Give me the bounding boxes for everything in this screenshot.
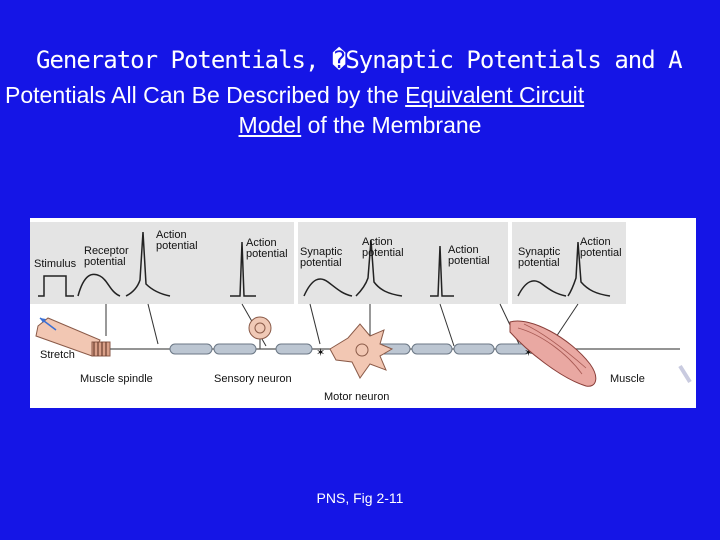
title-line-3-text: of the Membrane <box>301 112 482 138</box>
synaptic-potential-trace-2 <box>517 280 567 297</box>
action-potential-label-1a: Action <box>156 229 187 241</box>
receptor-potential-trace <box>77 273 121 297</box>
pointer-lines <box>105 303 579 347</box>
synapse-marker-icon-2: ✶ <box>524 347 533 359</box>
muscle-spindle-label: Muscle spindle <box>80 373 153 385</box>
action-potential-trace-1 <box>125 231 171 297</box>
sensory-neuron-cell-body <box>248 316 272 349</box>
stretch-label: Stretch <box>40 349 75 361</box>
motor-neuron-soma <box>329 323 394 379</box>
action-potential-trace-3 <box>355 239 403 297</box>
action-potential-label-5b: potential <box>580 247 622 259</box>
receptor-potential-label-2: potential <box>84 256 126 268</box>
stretch-arrowhead-icon <box>40 318 46 323</box>
panel-middle <box>298 222 508 304</box>
figure-caption: PNS, Fig 2-11 <box>316 490 404 506</box>
action-potential-label-2a: Action <box>246 237 277 249</box>
muscle-edge-mark <box>678 364 692 384</box>
muscle <box>509 320 597 387</box>
action-potential-label-3a: Action <box>362 236 393 248</box>
stimulus-trace <box>38 275 74 297</box>
action-potential-label-5a: Action <box>580 236 611 248</box>
title-line-3: Model of the Membrane <box>0 112 720 139</box>
action-potential-label-4a: Action <box>448 244 479 256</box>
action-potential-trace-4 <box>430 245 454 297</box>
figure-svg: ✶ ✶ Stimulus Receptor potential Action p… <box>30 222 692 403</box>
action-potential-trace-2 <box>230 241 256 297</box>
synapse-marker-icon-1: ✶ <box>316 347 325 359</box>
synaptic-potential-label-1b: potential <box>300 257 342 269</box>
panel-left <box>30 222 294 304</box>
action-potential-trace-5 <box>567 241 611 297</box>
synaptic-potential-label-2b: potential <box>518 257 560 269</box>
stimulus-label: Stimulus <box>34 258 77 270</box>
title-line-1: Generator Potentials, �Synaptic Potentia… <box>36 46 683 74</box>
synaptic-potential-label-2a: Synaptic <box>518 246 561 258</box>
action-potential-label-1b: potential <box>156 240 198 252</box>
sensory-neuron-label: Sensory neuron <box>214 373 292 385</box>
action-potential-label-3b: potential <box>362 247 404 259</box>
model-link[interactable]: Model <box>238 112 302 138</box>
neuron-circuit-figure: ✶ ✶ Stimulus Receptor potential Action p… <box>30 218 696 408</box>
panel-right <box>512 222 626 304</box>
title-line-2-text: Potentials All Can Be Described by the <box>5 82 406 108</box>
equivalent-circuit-link[interactable]: Equivalent Circuit <box>405 82 585 108</box>
receptor-potential-label-1: Receptor <box>84 245 129 257</box>
synaptic-potential-label-1a: Synaptic <box>300 246 343 258</box>
muscle-label: Muscle <box>610 373 645 385</box>
action-potential-label-2b: potential <box>246 248 288 260</box>
action-potential-label-4b: potential <box>448 255 490 267</box>
motor-neuron-label: Motor neuron <box>324 391 389 403</box>
synaptic-potential-trace-1 <box>303 278 353 297</box>
title-line-2: Potentials All Can Be Described by the E… <box>0 82 720 114</box>
